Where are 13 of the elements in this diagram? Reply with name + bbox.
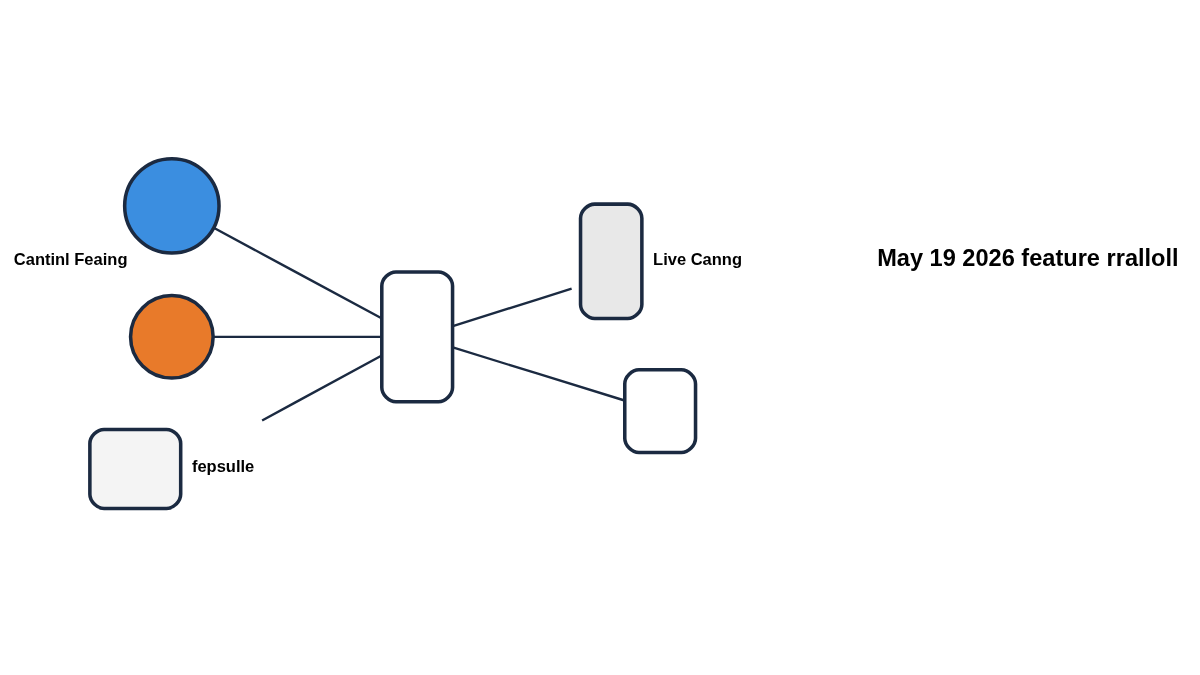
connector [261,353,383,421]
node-label: Live Canng [653,249,743,268]
node-box [380,269,455,403]
connector [452,287,572,327]
node-circle [128,293,215,380]
connector [213,226,383,319]
node-label: fepsulle [191,456,255,475]
connector [213,335,382,338]
node-circle [122,156,221,255]
node-label: Cantinl Feaing [13,249,128,268]
node-box [623,367,698,454]
connector [452,345,625,402]
label: May 19 2026 feature rralloll [877,244,1179,271]
